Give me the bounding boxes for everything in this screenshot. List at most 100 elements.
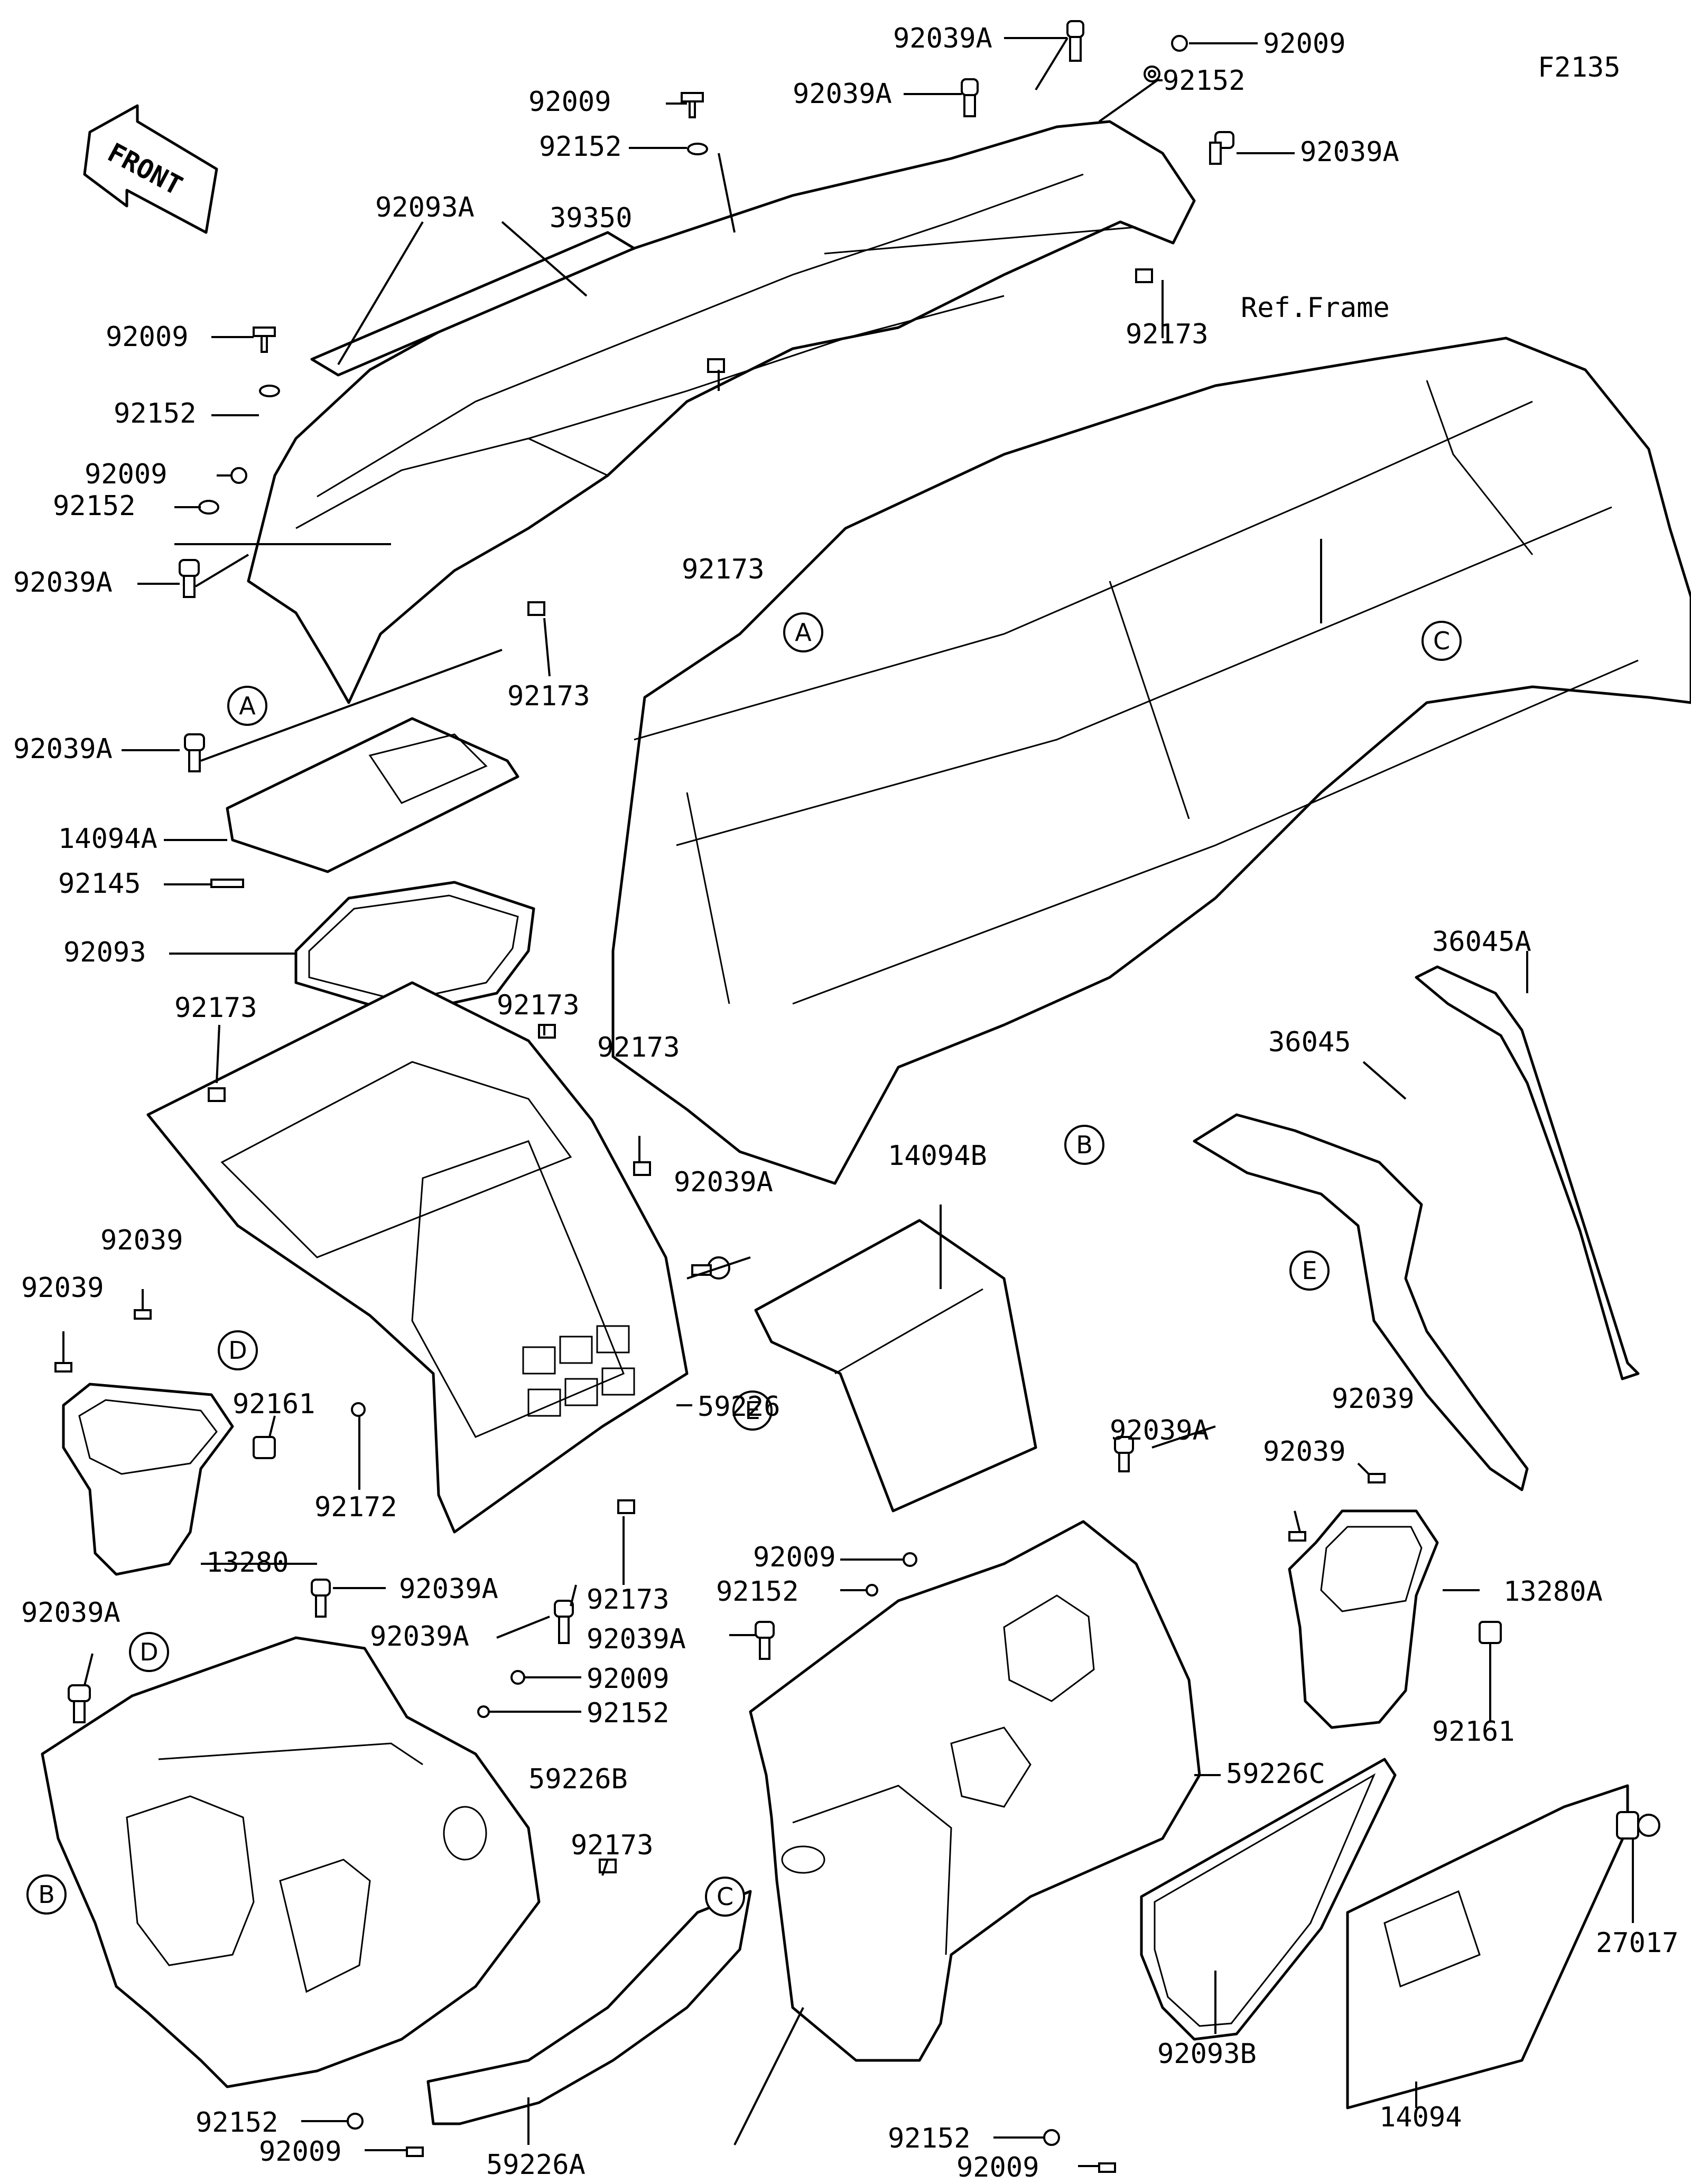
ref-frame-label: Ref.Frame	[1241, 292, 1390, 324]
label-92039A: 92039A	[370, 1621, 469, 1653]
svg-text:A: A	[239, 692, 256, 720]
label-92173: 92173	[682, 554, 765, 585]
screw-92172-icon	[351, 1402, 366, 1417]
screw-92039-c-icon	[1368, 1473, 1386, 1483]
clip-92039A-d-icon	[554, 1600, 574, 1644]
svg-text:C: C	[1433, 627, 1450, 655]
screw-92009-top-icon	[1171, 35, 1188, 52]
label-92093: 92093	[63, 937, 146, 968]
label-92152: 92152	[114, 398, 197, 430]
label-92009: 92009	[587, 1663, 670, 1695]
callout-a-frame: A	[783, 612, 823, 652]
label-13280A: 13280A	[1503, 1576, 1603, 1608]
screw-92039-d-icon	[1288, 1531, 1306, 1542]
spring-92145-icon	[210, 879, 244, 888]
clip-92039A-e-icon	[311, 1579, 331, 1618]
washer-92152-c-icon	[198, 500, 219, 515]
label-92039A: 92039A	[1110, 1415, 1209, 1446]
label-92152: 92152	[716, 1576, 799, 1608]
nut-92173-a-icon	[707, 358, 725, 373]
nut-92173-g-icon	[617, 1499, 635, 1514]
label-92039: 92039	[1263, 1436, 1346, 1468]
label-92009: 92009	[753, 1542, 836, 1573]
plug-92161-a-icon	[253, 1436, 276, 1459]
label-92173: 92173	[587, 1584, 670, 1616]
label-92039: 92039	[100, 1225, 183, 1256]
screw-92009-e-icon	[903, 1552, 917, 1567]
cup-holder-13280A	[1288, 1509, 1439, 1729]
screw-92009-a-icon	[681, 92, 704, 118]
lower-cover-59226A	[426, 1890, 752, 2125]
screw-92039-a-icon	[134, 1309, 152, 1320]
svg-text:D: D	[228, 1336, 247, 1365]
callout-e-panel: E	[732, 1390, 773, 1431]
label-36045: 36045	[1268, 1026, 1351, 1058]
label-14094A: 14094A	[58, 823, 157, 855]
nut-92173-c-icon	[527, 601, 545, 616]
clip-27017-icon	[1616, 1811, 1660, 1840]
label-59226C: 59226C	[1226, 1758, 1325, 1790]
washer-92152-b-icon	[259, 385, 280, 397]
clip-92039A-g-icon	[1114, 1436, 1134, 1472]
label-14094: 14094	[1379, 2102, 1462, 2133]
svg-text:E: E	[745, 1396, 760, 1425]
clip-92039A-left-2-icon	[184, 733, 205, 772]
label-92039A: 92039A	[793, 78, 892, 110]
reference-callouts: A A C B E D E D B C	[26, 612, 1462, 1917]
svg-text:D: D	[140, 1638, 158, 1666]
label-92039A: 92039A	[674, 1166, 773, 1198]
ref-frame	[611, 337, 1691, 1185]
label-92161: 92161	[1432, 1716, 1515, 1748]
label-14094B: 14094B	[888, 1140, 987, 1172]
label-59226B: 59226B	[528, 1763, 628, 1795]
label-92039A: 92039A	[21, 1597, 120, 1629]
callout-d-upper: D	[218, 1330, 258, 1370]
label-92152: 92152	[53, 490, 136, 522]
trim-36045	[1193, 1113, 1529, 1491]
seal-92093B	[1140, 1758, 1397, 2041]
right-panel-59226C	[749, 1520, 1201, 2062]
clip-92039A-left-icon	[179, 559, 200, 598]
trim-36045A	[1415, 965, 1640, 1380]
label-92152: 92152	[539, 131, 622, 163]
label-92039: 92039	[1332, 1383, 1415, 1415]
label-92173: 92173	[1126, 319, 1209, 350]
screw-92009-f-icon	[1098, 2162, 1116, 2173]
label-92161: 92161	[233, 1388, 315, 1420]
clip-92039A-top-1-icon	[1066, 20, 1084, 62]
duct-14094A	[226, 717, 519, 873]
label-92173: 92173	[507, 680, 590, 712]
washer-92152-g-icon	[347, 2113, 364, 2130]
label-92039A: 92039A	[1300, 136, 1399, 168]
seal-92093	[294, 881, 535, 1016]
nut-92173-f-icon	[633, 1161, 651, 1176]
dashboard-cover-39350	[247, 120, 1196, 704]
svg-text:E: E	[1302, 1256, 1317, 1285]
nut-92173-b-icon	[1135, 268, 1153, 283]
label-92039A: 92039A	[587, 1623, 686, 1655]
label-92152: 92152	[888, 2123, 971, 2154]
washer-92152-e-icon	[866, 1584, 878, 1597]
label-92009: 92009	[1263, 28, 1346, 60]
label-92145: 92145	[58, 868, 141, 900]
diagram-code: F2135	[1538, 52, 1621, 83]
label-92173: 92173	[174, 992, 257, 1024]
callout-c-lower: C	[705, 1877, 745, 1917]
screw-92009-c-icon	[230, 467, 247, 484]
label-92039A: 92039A	[13, 733, 113, 765]
label-92173: 92173	[497, 990, 580, 1021]
cup-holder-13280	[62, 1383, 234, 1576]
left-panel-59226B	[41, 1636, 541, 2088]
label-92009: 92009	[106, 321, 189, 353]
label-92172: 92172	[314, 1491, 397, 1523]
callout-a-upper: A	[227, 686, 267, 726]
svg-text:C: C	[717, 1882, 733, 1911]
svg-text:B: B	[38, 1880, 55, 1909]
clip-92039A-top-2-icon	[961, 78, 979, 117]
svg-text:B: B	[1076, 1131, 1093, 1159]
washer-92152-f-icon	[1043, 2129, 1060, 2146]
clip-92039A-h-icon	[755, 1621, 775, 1660]
label-92009: 92009	[85, 459, 168, 490]
clip-92039A-f-icon	[68, 1684, 91, 1723]
